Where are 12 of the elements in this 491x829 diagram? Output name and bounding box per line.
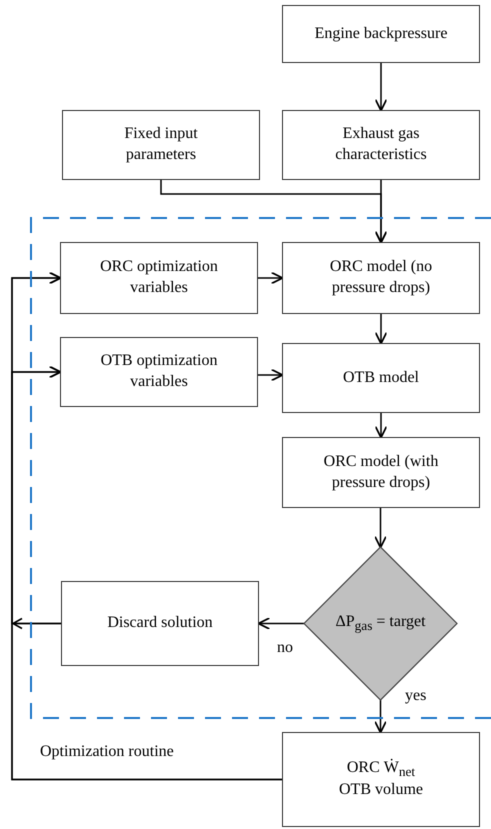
model-box: OTB model <box>282 343 480 413</box>
result-box: ORC Ẇ$_{net}$ OTB volume <box>282 732 480 827</box>
model-box: ORC model (no pressure drops) <box>282 242 480 314</box>
variables-box: OTB optimization variables <box>60 337 258 407</box>
discard-box: Discard solution <box>61 581 259 666</box>
process-box: Exhaust gas characteristics <box>282 110 480 180</box>
process-box: Engine backpressure <box>282 5 480 63</box>
condition-text: ΔP$_{gas}$ = target <box>334 612 427 635</box>
region-title: Optimization routine <box>40 743 174 761</box>
input-box: Fixed input parameters <box>62 110 260 180</box>
variables-box: ORC optimization variables <box>60 242 258 314</box>
model-box: ORC model (with pressure drops) <box>282 437 480 508</box>
